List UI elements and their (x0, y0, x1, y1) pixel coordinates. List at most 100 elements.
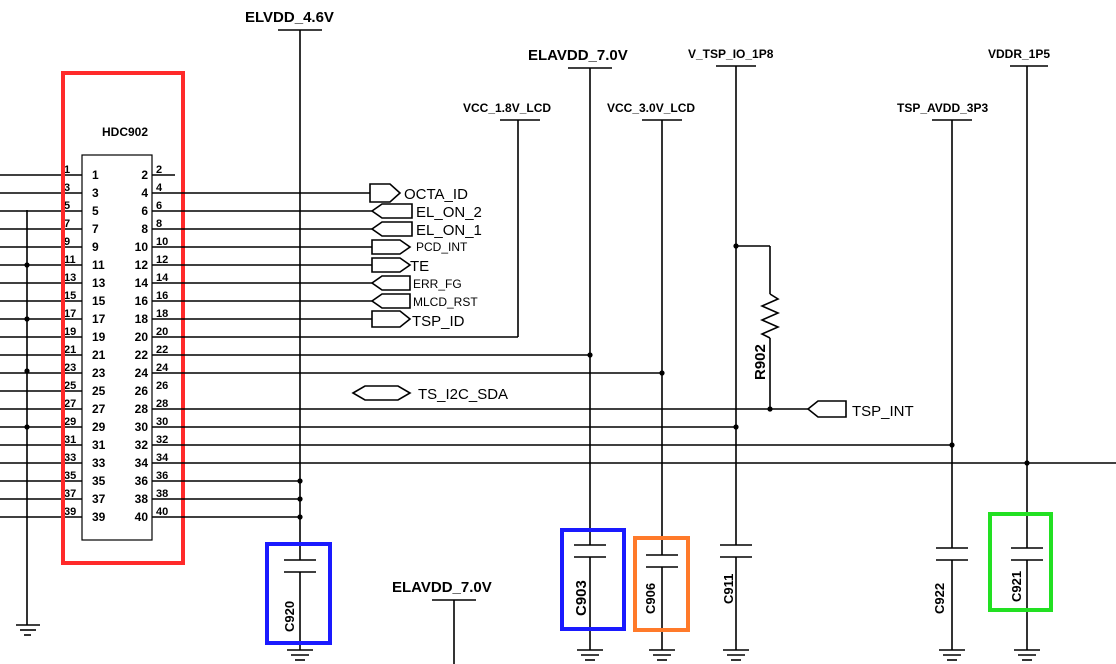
pin-number-inner-right: 4 (141, 186, 148, 200)
connector-body (81, 154, 153, 541)
pin-number-inner-right: 8 (141, 222, 148, 236)
pin-number-outer-left: 23 (64, 362, 76, 374)
err-fg-flag (370, 275, 411, 291)
signal-te: TE (410, 258, 429, 275)
pin-number-inner-left: 11 (92, 258, 105, 272)
pin-number-inner-right: 2 (141, 168, 148, 182)
signal-tsp-id: TSP_ID (412, 313, 465, 330)
rail-tsp-avdd-label: TSP_AVDD_3P3 (897, 101, 988, 115)
mlcd-rst-flag (370, 293, 411, 309)
signal-tsp-int: TSP_INT (852, 403, 914, 420)
rail-tsp-io-label: V_TSP_IO_1P8 (688, 47, 774, 61)
resistor-r902-label: R902 (752, 344, 769, 380)
capacitor-c922-label: C922 (932, 583, 947, 614)
capacitor-c920-label: C920 (282, 601, 297, 632)
signal-wires (152, 192, 1116, 518)
rail-elavdd: ELAVDD_7.0V (528, 47, 628, 545)
pin-number-inner-right: 6 (141, 204, 148, 218)
pin-number-inner-right: 10 (135, 240, 149, 254)
pin-number-inner-right: 24 (135, 366, 149, 380)
capacitor-c906-label: C906 (643, 583, 658, 614)
rail-vcc-3v0: VCC_3.0V_LCD (607, 101, 695, 555)
pin-number-outer-left: 7 (64, 218, 70, 230)
pin-number-outer-right: 30 (156, 416, 168, 428)
pin-number-inner-left: 23 (92, 366, 106, 380)
pin-number-outer-right: 16 (156, 290, 168, 302)
pin-number-outer-left: 3 (64, 182, 70, 194)
pin-number-inner-left: 3 (92, 186, 99, 200)
pin-number-outer-right: 40 (156, 506, 168, 518)
pin-number-outer-right: 24 (156, 362, 169, 374)
rail-elavdd-bottom-label: ELAVDD_7.0V (392, 579, 492, 596)
pin-number-outer-right: 26 (156, 380, 168, 392)
c903-highlight (560, 528, 626, 631)
left-ground-bus (16, 210, 40, 636)
pin-number-outer-left: 15 (64, 290, 76, 302)
pin-number-inner-left: 19 (92, 330, 106, 344)
pin-number-inner-right: 12 (135, 258, 149, 272)
rail-elvdd-label: ELVDD_4.6V (245, 9, 334, 26)
pin-number-outer-right: 4 (156, 182, 163, 194)
signal-el-on-1: EL_ON_1 (416, 222, 482, 239)
pin-number-inner-right: 38 (135, 492, 149, 506)
rail-vcc-3v0-label: VCC_3.0V_LCD (607, 101, 695, 115)
pin-number-outer-left: 11 (64, 254, 76, 266)
pin-number-outer-right: 10 (156, 236, 168, 248)
pin-number-outer-left: 9 (64, 236, 70, 248)
pin-number-inner-left: 35 (92, 474, 106, 488)
pin-number-inner-left: 25 (92, 384, 106, 398)
pin-number-inner-right: 34 (135, 456, 149, 470)
ts-i2c-sda-flag (351, 385, 412, 401)
pin-number-inner-left: 27 (92, 402, 106, 416)
rail-vddr: VDDR_1P5 (988, 47, 1050, 548)
pin-number-outer-left: 17 (64, 308, 76, 320)
pin-number-outer-right: 18 (156, 308, 168, 320)
pin-number-inner-left: 33 (92, 456, 106, 470)
connector-highlight (61, 71, 185, 565)
tsp-id-flag (371, 310, 412, 328)
pin-number-outer-left: 5 (64, 200, 70, 212)
pin-number-inner-right: 40 (135, 510, 149, 524)
pin-number-inner-right: 16 (135, 294, 149, 308)
pin-number-inner-right: 26 (135, 384, 149, 398)
rail-vddr-label: VDDR_1P5 (988, 47, 1050, 61)
pin-number-inner-right: 36 (135, 474, 149, 488)
pin-number-outer-right: 28 (156, 398, 168, 410)
capacitor-c906: C906 (633, 536, 690, 661)
signal-octa-id: OCTA_ID (404, 186, 468, 203)
pin-number-outer-right: 8 (156, 218, 162, 230)
c920-highlight (265, 542, 332, 645)
pin-number-inner-left: 21 (92, 348, 106, 362)
signal-mlcd-rst: MLCD_RST (413, 295, 478, 309)
pin-number-inner-right: 32 (135, 438, 149, 452)
pin-number-outer-left: 25 (64, 380, 76, 392)
pin-number-inner-left: 29 (92, 420, 106, 434)
capacitor-c920: C920 (265, 542, 332, 661)
connector-ref: HDC902 (102, 125, 148, 139)
octa-id-flag (369, 183, 402, 203)
pin-number-inner-left: 39 (92, 510, 106, 524)
pin-number-outer-right: 20 (156, 326, 168, 338)
pin-number-outer-left: 39 (64, 506, 76, 518)
pin-number-outer-right: 22 (156, 344, 168, 356)
el-on-2-flag (370, 203, 413, 219)
pin-number-outer-right: 12 (156, 254, 168, 266)
pin-number-inner-left: 31 (92, 438, 106, 452)
pin-number-outer-right: 38 (156, 488, 168, 500)
pin-number-outer-left: 35 (64, 470, 76, 482)
pin-number-inner-right: 20 (135, 330, 149, 344)
pin-number-inner-right: 14 (135, 276, 149, 290)
pin-number-outer-left: 29 (64, 416, 76, 428)
rail-vcc-1v8-label: VCC_1.8V_LCD (463, 101, 551, 115)
capacitor-c903-label: C903 (573, 580, 590, 616)
signal-flags: OCTA_ID EL_ON_2 EL_ON_1 PCD_INT TE ERR_F… (351, 183, 914, 420)
pin-number-inner-right: 30 (135, 420, 149, 434)
pin-number-inner-left: 7 (92, 222, 99, 236)
te-flag (371, 257, 412, 273)
pin-number-outer-left: 13 (64, 272, 76, 284)
pin-number-inner-left: 37 (92, 492, 106, 506)
